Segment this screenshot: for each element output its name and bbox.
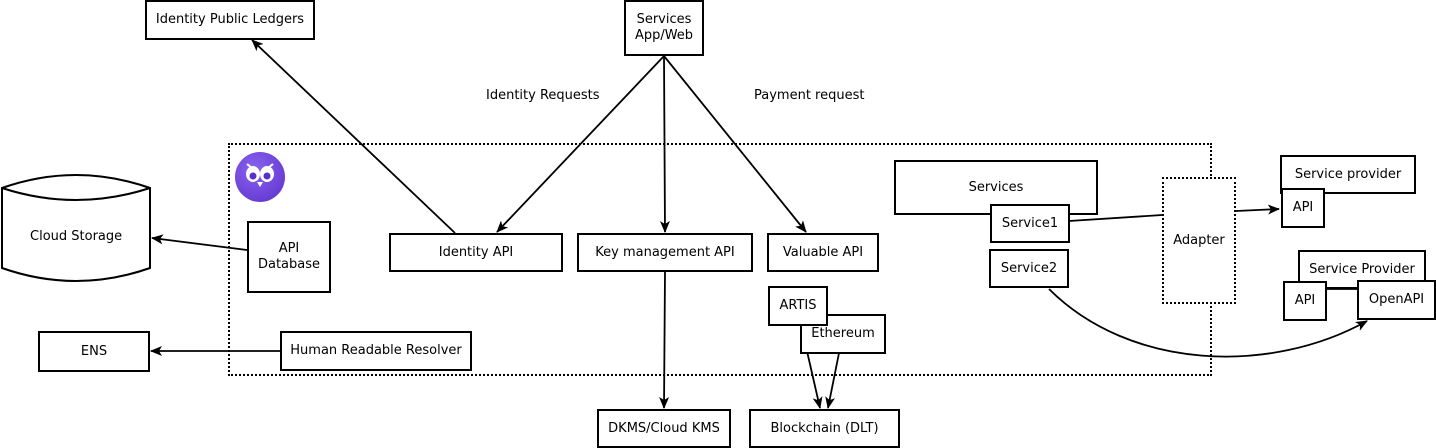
service2: Service2 [989, 249, 1069, 288]
edge-service2-to-openapi [1048, 288, 1368, 358]
openapi: OpenAPI [1357, 280, 1436, 320]
ens: ENS [38, 331, 150, 372]
edge-key-api-to-dkms [659, 271, 670, 409]
owl-logo-icon [235, 152, 285, 202]
edge-label-payment-request: Payment request [754, 88, 865, 103]
adapter: Adapter [1162, 177, 1236, 304]
cloud-storage: Cloud Storage [30, 229, 123, 244]
identity-public-ledgers: Identity Public Ledgers [145, 0, 315, 40]
dkms-cloud-kms: DKMS/Cloud KMS [597, 409, 731, 448]
services-app-web: Services App/Web [624, 0, 704, 56]
valuable-api: Valuable API [767, 233, 879, 272]
edge-adapter-to-api [1235, 204, 1280, 215]
api-database: API Database [247, 221, 331, 293]
edge-api-db-to-cloud [151, 234, 248, 251]
blockchain-dlt: Blockchain (DLT) [749, 409, 900, 448]
key-management-api: Key management API [577, 233, 753, 272]
cloud-storage-shape [1, 174, 151, 282]
edge-label-identity-requests: Identity Requests [486, 88, 600, 103]
identity-api: Identity API [389, 233, 563, 272]
human-readable-resolver: Human Readable Resolver [280, 331, 472, 371]
edge-service1-to-adapter [1068, 214, 1163, 222]
artis: ARTIS [768, 286, 828, 326]
api-1: API [1281, 188, 1325, 228]
api-2: API [1283, 281, 1327, 321]
edge-ethereum-to-blockchain [825, 352, 840, 409]
service-provider-1: Service provider [1280, 155, 1416, 194]
edge-identity-api-to-ledgers [251, 39, 456, 234]
service1: Service1 [990, 204, 1070, 243]
